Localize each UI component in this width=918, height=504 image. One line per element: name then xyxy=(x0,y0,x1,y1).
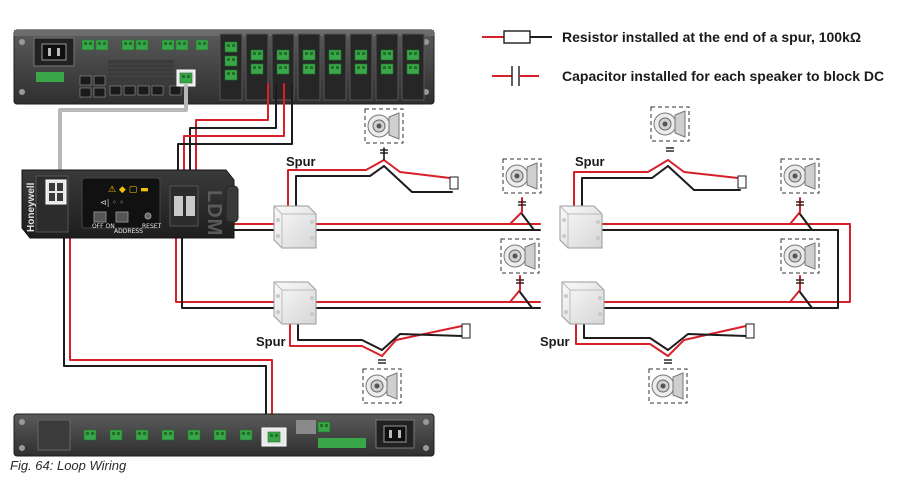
top-rack-unit xyxy=(13,29,435,105)
ldm-module: Honeywell ⚠ ◆ ▢ ▬ ⊲| ◦ ◦ OFF ON ADDRESS … xyxy=(21,169,239,239)
resistor-1 xyxy=(449,176,459,190)
spur-label: Spur xyxy=(256,334,286,349)
speaker-icon xyxy=(362,359,402,404)
spur-labels: Spur Spur Spur Spur xyxy=(256,154,605,349)
speaker-icon xyxy=(650,106,690,152)
junction-box xyxy=(273,205,317,249)
legend: Resistor installed at the end of a spur,… xyxy=(482,29,884,86)
resistor-legend-label: Resistor installed at the end of a spur,… xyxy=(562,29,861,45)
junction-box xyxy=(273,281,317,325)
capacitor-symbol xyxy=(492,66,539,86)
junction-box xyxy=(561,281,605,325)
resistor-symbol xyxy=(482,30,552,44)
ldm-button-3-label: RESET xyxy=(142,223,162,230)
spur-resistors xyxy=(449,175,755,339)
resistor-2 xyxy=(737,175,747,189)
reset-button[interactable] xyxy=(144,212,152,220)
junction-box xyxy=(559,205,603,249)
brand-logo: Honeywell xyxy=(26,182,37,232)
capacitor-legend-label: Capacitor installed for each speaker to … xyxy=(562,68,884,84)
ldm-button-2[interactable] xyxy=(115,211,129,223)
bottom-rack-unit xyxy=(13,413,435,457)
warning-icon: ⚠ ◆ ▢ ▬ xyxy=(108,185,149,195)
speaker-icon xyxy=(364,108,404,154)
status-indicator-icon: ⊲| ◦ ◦ xyxy=(100,198,124,207)
ldm-button-2-label: ADDRESS xyxy=(114,228,143,235)
ldm-button-1[interactable] xyxy=(93,211,107,223)
speaker-icon xyxy=(648,359,688,404)
resistor-3 xyxy=(461,323,471,339)
resistor-4 xyxy=(745,323,755,339)
spur-label: Spur xyxy=(575,154,605,169)
spur-label: Spur xyxy=(286,154,316,169)
speakers xyxy=(362,106,820,404)
figure-caption: Fig. 64: Loop Wiring xyxy=(10,458,127,473)
ldm-label: LDM xyxy=(203,190,225,236)
ldm-button-1-label: OFF ON xyxy=(92,223,115,230)
wiring xyxy=(58,83,851,439)
spur-label: Spur xyxy=(540,334,570,349)
